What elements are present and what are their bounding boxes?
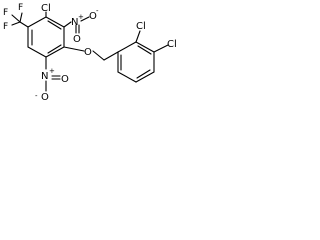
top-chlorine: Cl [41, 3, 51, 18]
bond [153, 44, 169, 53]
bond [63, 21, 72, 28]
oxygen-label: O [89, 11, 97, 22]
right-benzene-ring [117, 41, 155, 83]
bond [45, 16, 65, 28]
bond [135, 41, 155, 53]
structure-canvas: F F F Cl N + O - O O [0, 0, 186, 103]
chlorine-label: Cl [136, 21, 146, 32]
double-bond [47, 44, 62, 54]
bond [19, 21, 29, 28]
chlorine-label: Cl [167, 39, 177, 50]
bond [117, 41, 137, 53]
fluorine-label: F [3, 8, 8, 18]
molecule-diagram: F F F Cl N + O - O O [3, 3, 177, 103]
bond [92, 50, 105, 61]
bond [19, 12, 23, 23]
chlorine-label: Cl [41, 3, 51, 14]
bond [27, 16, 47, 28]
top-nitro-group: N + O - O [63, 7, 99, 45]
bond [63, 46, 85, 52]
double-bond [136, 69, 151, 79]
nitrogen-label: N [71, 17, 78, 28]
bond [135, 71, 155, 83]
plus-charge: + [78, 13, 84, 21]
minus-charge: - [35, 92, 38, 100]
ether-oxygen-label: O [84, 47, 92, 58]
fluorine-label: F [3, 22, 8, 32]
oxygen-label: O [61, 74, 69, 85]
bottom-nitro-group: N + O O - [35, 56, 69, 103]
ether-linker: O [63, 46, 119, 61]
bond [11, 21, 21, 26]
double-bond [137, 45, 152, 55]
nitrogen-label: N [41, 71, 48, 82]
minus-charge: - [96, 7, 99, 15]
bond [135, 30, 141, 43]
bond [45, 46, 65, 58]
bond [103, 51, 119, 61]
plus-charge: + [49, 67, 55, 75]
left-benzene-ring [27, 16, 65, 58]
oxygen-label: O [73, 34, 81, 45]
bond [117, 71, 137, 83]
oxygen-label: O [41, 92, 49, 103]
right-ring-chlorines: Cl Cl [135, 21, 177, 53]
trifluoromethyl-group: F F F [3, 3, 29, 32]
bond [80, 16, 90, 22]
double-bond [47, 20, 62, 30]
fluorine-label: F [18, 3, 23, 13]
bond [11, 14, 21, 23]
bond [27, 46, 47, 58]
